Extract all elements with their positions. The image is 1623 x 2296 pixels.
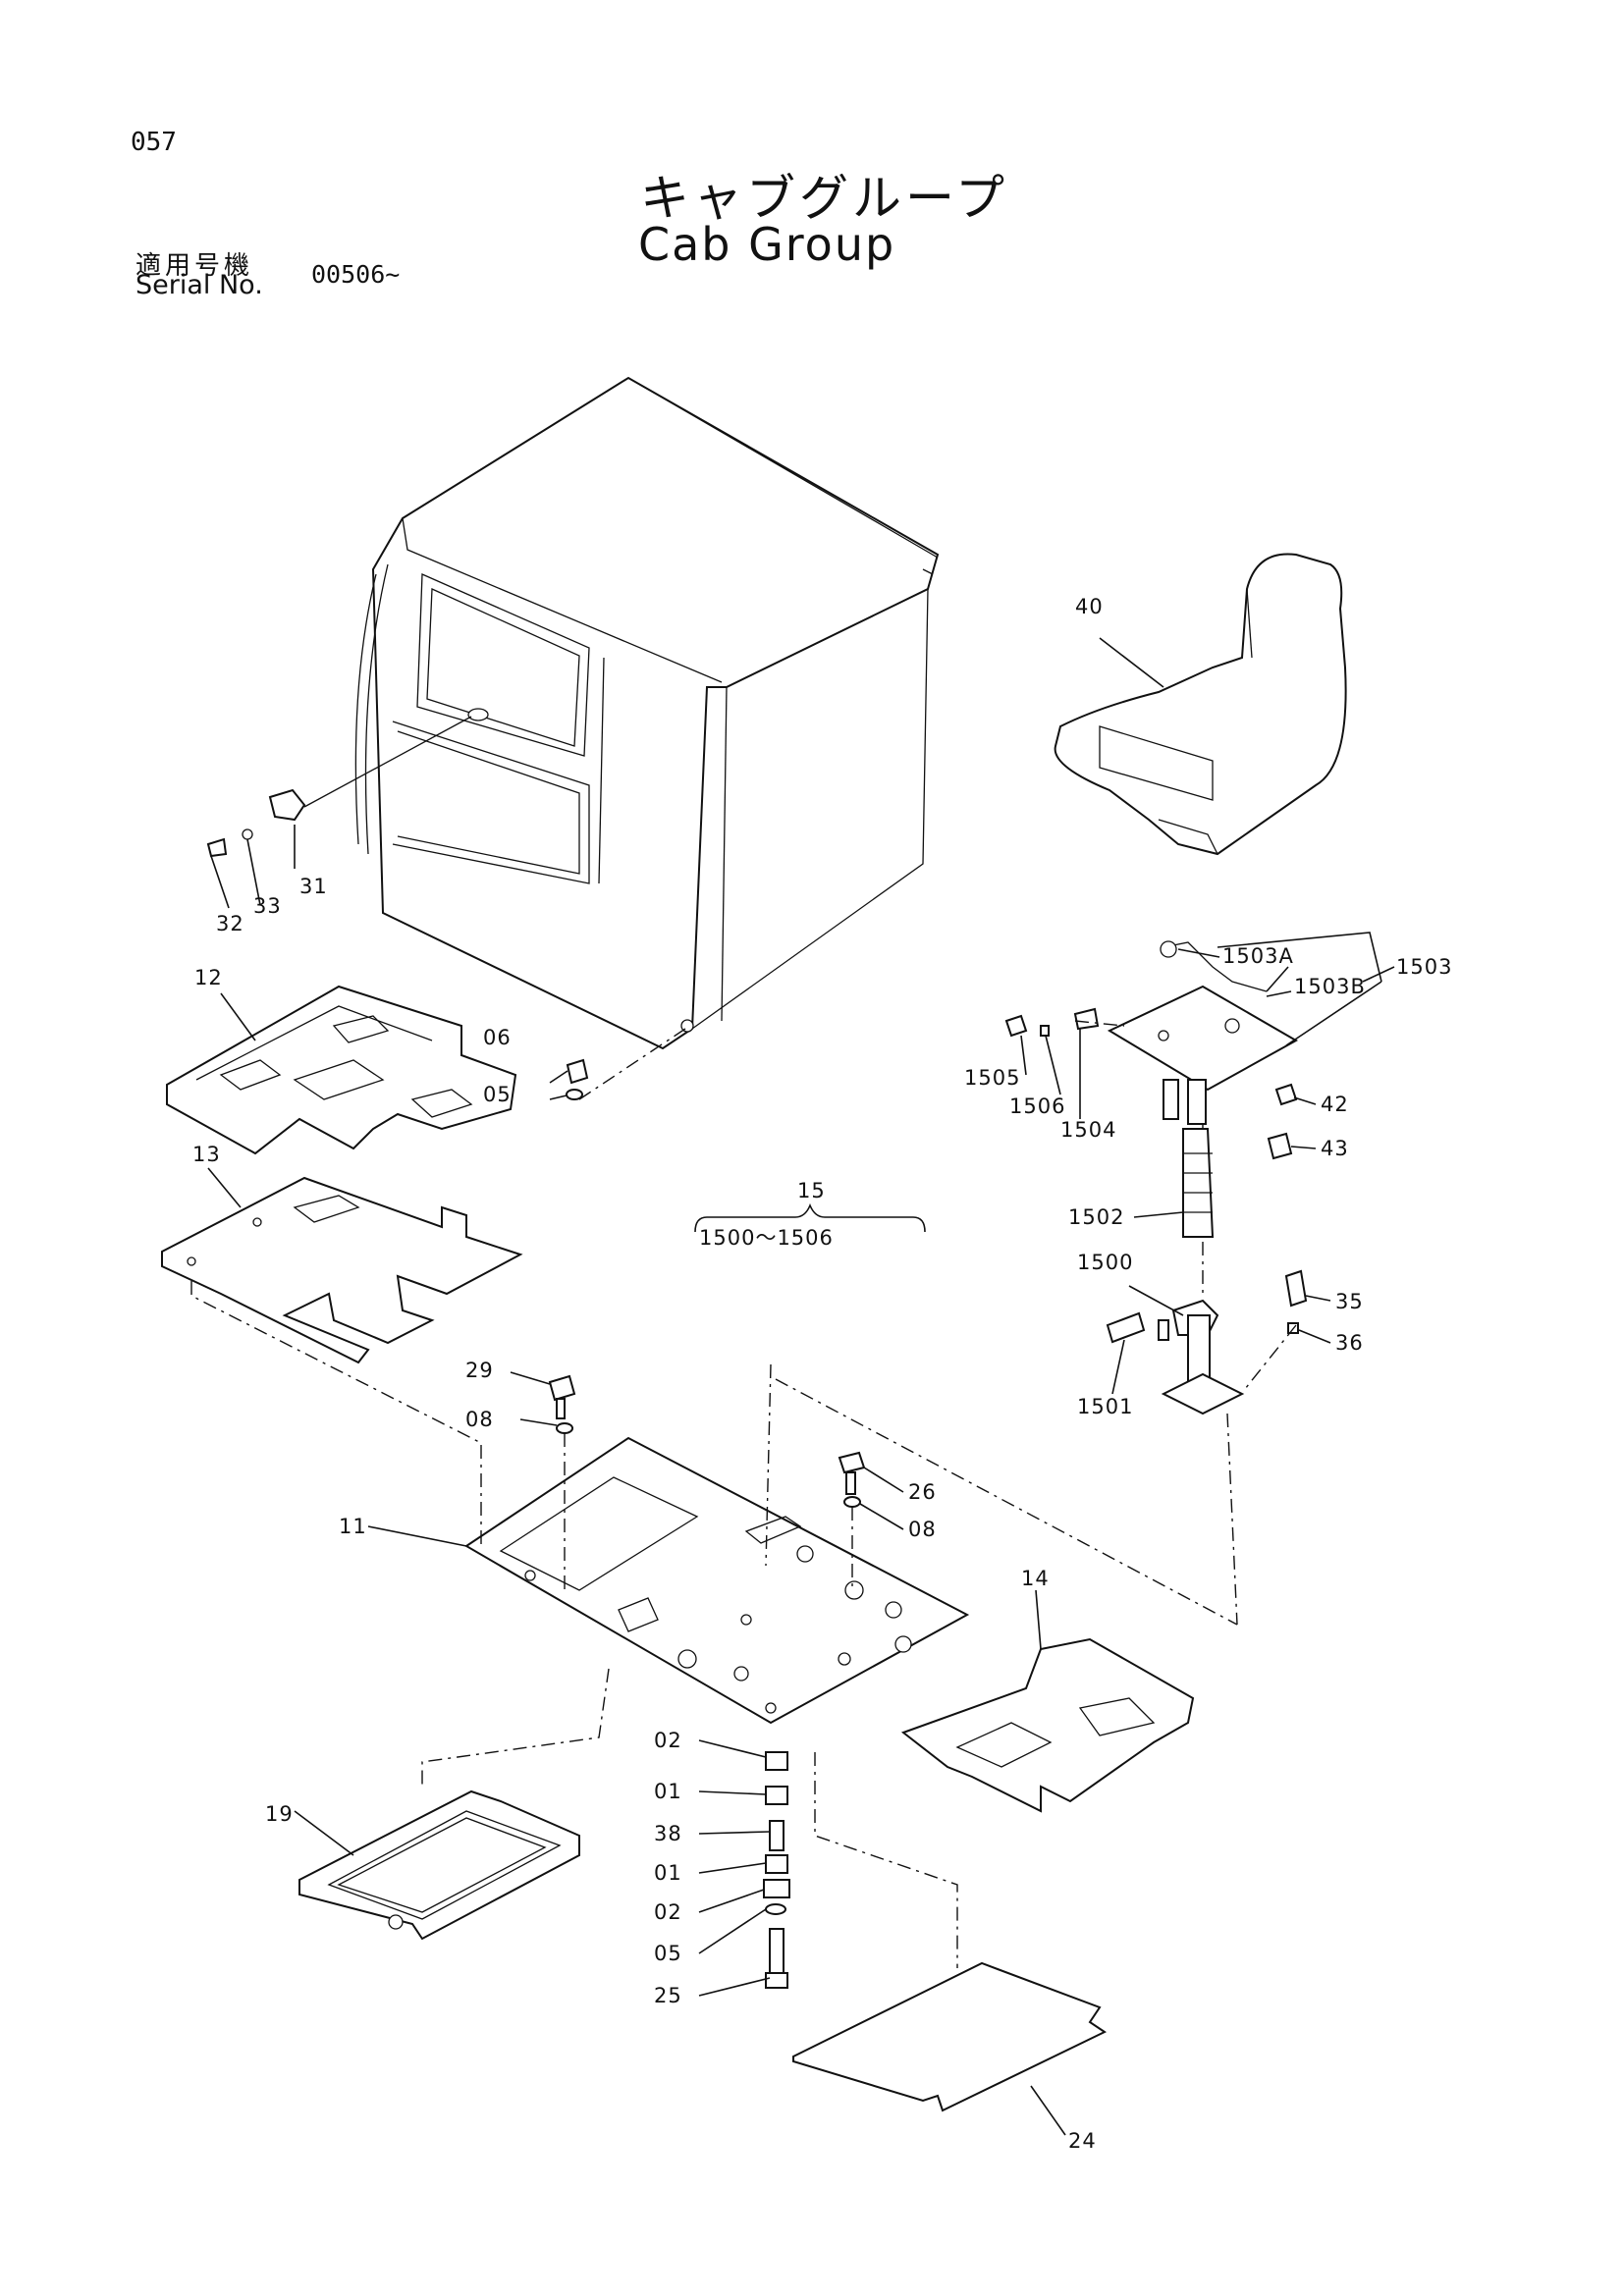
callout-1505: 1505 bbox=[964, 1066, 1020, 1090]
callout-1504: 1504 bbox=[1060, 1118, 1116, 1142]
floor-plate-13-drawing bbox=[161, 1176, 523, 1364]
main-floor-plate-11-drawing bbox=[464, 1436, 970, 1725]
fasteners-drawing bbox=[548, 1058, 866, 1508]
callout-08-right: 08 bbox=[908, 1518, 937, 1541]
callout-1503B: 1503B bbox=[1294, 975, 1366, 998]
callout-1503: 1503 bbox=[1396, 955, 1452, 979]
title-japanese: キャブグループ bbox=[640, 170, 1008, 227]
callout-01-lower: 01 bbox=[654, 1861, 682, 1885]
callout-32: 32 bbox=[216, 912, 244, 935]
callout-05: 05 bbox=[483, 1083, 512, 1106]
callout-19: 19 bbox=[265, 1802, 294, 1826]
cover-plate-24-drawing bbox=[792, 1961, 1108, 2112]
title-english: Cab Group bbox=[638, 218, 896, 271]
callout-26: 26 bbox=[908, 1480, 937, 1504]
operator-seat-drawing bbox=[1054, 553, 1347, 856]
callout-24: 24 bbox=[1068, 2129, 1097, 2153]
callout-02-upper: 02 bbox=[654, 1729, 682, 1752]
callout-33: 33 bbox=[253, 894, 282, 918]
group-15-bracket: 15 1500～1506 bbox=[694, 1179, 926, 1250]
serial-number-value: 00506~ bbox=[311, 260, 401, 289]
callout-31: 31 bbox=[299, 875, 328, 898]
group-15-range: 1500～1506 bbox=[699, 1226, 834, 1250]
serial-label-english: Serial No. bbox=[135, 270, 263, 300]
callout-01-upper: 01 bbox=[654, 1780, 682, 1803]
callout-35: 35 bbox=[1335, 1290, 1364, 1313]
callout-11: 11 bbox=[339, 1515, 367, 1538]
callout-25: 25 bbox=[654, 1984, 682, 2007]
leader-lines bbox=[207, 637, 1395, 2136]
callout-1506: 1506 bbox=[1009, 1095, 1065, 1118]
callout-1500: 1500 bbox=[1077, 1251, 1133, 1274]
callout-42: 42 bbox=[1321, 1093, 1349, 1116]
callout-43: 43 bbox=[1321, 1137, 1349, 1160]
assembly-lines bbox=[190, 1020, 1297, 1968]
cover-plate-19-drawing bbox=[298, 1789, 580, 1941]
serial-label-japanese: 適用号機 bbox=[135, 251, 254, 281]
callout-08-upper: 08 bbox=[465, 1408, 494, 1431]
cab-body-drawing bbox=[354, 376, 940, 1050]
callout-1501: 1501 bbox=[1077, 1395, 1133, 1418]
callout-02-lower: 02 bbox=[654, 1900, 682, 1924]
floor-mat-14-drawing bbox=[900, 1637, 1195, 1813]
callout-1502: 1502 bbox=[1068, 1205, 1124, 1229]
callout-14: 14 bbox=[1021, 1567, 1050, 1590]
seat-suspension-drawing bbox=[1004, 940, 1308, 1415]
callout-36: 36 bbox=[1335, 1331, 1364, 1355]
callout-12: 12 bbox=[194, 966, 223, 989]
group-15-label: 15 bbox=[797, 1179, 826, 1202]
mount-bolt-stack-drawing bbox=[763, 1751, 790, 1989]
callout-05-lower: 05 bbox=[654, 1942, 682, 1965]
callout-06: 06 bbox=[483, 1026, 512, 1049]
callout-13: 13 bbox=[192, 1143, 221, 1166]
small-fittings-drawing bbox=[206, 716, 472, 858]
callout-1503A: 1503A bbox=[1222, 944, 1294, 968]
callout-labels: 40 31 32 33 12 06 05 13 1503A 1503 1503B… bbox=[192, 595, 1452, 2153]
callout-29: 29 bbox=[465, 1359, 494, 1382]
page-number: 057 bbox=[131, 128, 177, 157]
callout-38: 38 bbox=[654, 1822, 682, 1845]
callout-40: 40 bbox=[1075, 595, 1104, 618]
floor-mat-12-drawing bbox=[166, 985, 517, 1155]
